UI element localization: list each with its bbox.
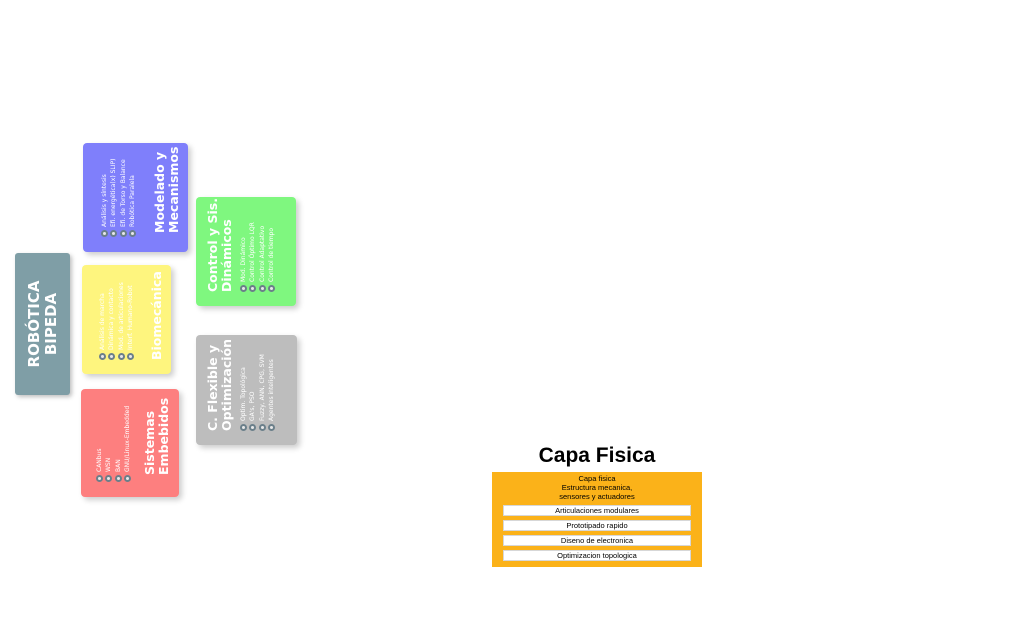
- bullet-icon: [240, 424, 248, 431]
- bullet-icon: [99, 353, 107, 360]
- bullet-icon: [258, 285, 266, 292]
- card-biomecanica-title: Biomecánica: [149, 271, 164, 360]
- card-embebidos[interactable]: Sistemas Embebidos CANbus WSN BAN GNU/Li…: [81, 389, 179, 497]
- list-item: Mod. Dinámico: [239, 222, 248, 292]
- list-item: BAN: [114, 406, 123, 482]
- list-item: CANbus: [95, 406, 104, 482]
- card-control-items: Mod. Dinámico Control Óptimo LQR Control…: [239, 222, 276, 292]
- list-item: Efi. de Torso y Balance: [119, 159, 128, 237]
- bullet-icon: [114, 475, 122, 482]
- list-item: Control Óptimo LQR: [248, 222, 257, 292]
- card-biomecanica-items: Análisis de marcha Dinámica y contacto M…: [98, 282, 135, 360]
- card-biomecanica[interactable]: Biomecánica Análisis de marcha Dinámica …: [82, 265, 171, 374]
- bullet-icon: [127, 353, 135, 360]
- list-item: Fuzzy, ANN, CPG, SVM: [258, 354, 267, 431]
- list-item: Agentes inteligentes: [267, 354, 276, 431]
- layer-item[interactable]: Articulaciones modulares: [503, 505, 691, 516]
- list-item: Dinámica y contacto: [107, 282, 116, 360]
- layer-description: Capa fisica Estructura mecanica, sensore…: [559, 474, 635, 501]
- bullet-icon: [249, 285, 257, 292]
- bullet-icon: [108, 353, 116, 360]
- list-item: Mod. de articulaciones: [117, 282, 126, 360]
- bullet-icon: [124, 475, 132, 482]
- layer-item[interactable]: Optimizacion topologica: [503, 550, 691, 561]
- list-item: Robótica Paralela: [128, 159, 137, 237]
- layer-item[interactable]: Prototipado rapido: [503, 520, 691, 531]
- card-control[interactable]: Control y Sis. Dinámicos Mod. Dinámico C…: [196, 197, 296, 306]
- list-item: WSN: [104, 406, 113, 482]
- bullet-icon: [258, 424, 266, 431]
- bullet-icon: [117, 353, 125, 360]
- bullet-icon: [268, 424, 276, 431]
- list-item: Control Adaptativo: [258, 222, 267, 292]
- card-embebidos-title: Sistemas Embebidos: [142, 397, 171, 475]
- list-item: Optim. Topológica: [239, 354, 248, 431]
- bullet-icon: [249, 424, 257, 431]
- list-item: Efi. energética(x) SLIP): [109, 159, 118, 237]
- bullet-icon: [240, 285, 248, 292]
- bullet-icon: [119, 230, 127, 237]
- list-item: Análisis y síntesis: [100, 159, 109, 237]
- list-item: Control de tiempo: [267, 222, 276, 292]
- list-item: Interf. Humano-Robot: [126, 282, 135, 360]
- card-flexible-title: C. Flexible y Optimización: [205, 338, 234, 431]
- bullet-icon: [105, 475, 113, 482]
- list-item: GA's, PSO: [248, 354, 257, 431]
- bullet-icon: [101, 230, 109, 237]
- card-flexible-items: Optim. Topológica GA's, PSO Fuzzy, ANN, …: [239, 354, 276, 431]
- card-modelado-items: Análisis y síntesis Efi. energética(x) S…: [100, 159, 137, 237]
- layer-box[interactable]: Capa fisica Estructura mecanica, sensore…: [492, 472, 702, 567]
- card-modelado-title: Modelado y Mecanismos: [152, 146, 181, 233]
- root-node[interactable]: ROBÓTICA BIPEDA: [15, 253, 70, 395]
- list-item: GNU/Linux-Embedded: [123, 406, 132, 482]
- bullet-icon: [268, 285, 276, 292]
- card-control-title: Control y Sis. Dinámicos: [205, 197, 234, 292]
- layer-item[interactable]: Diseno de electronica: [503, 535, 691, 546]
- bullet-icon: [129, 230, 137, 237]
- root-title: ROBÓTICA BIPEDA: [24, 280, 60, 368]
- card-embebidos-items: CANbus WSN BAN GNU/Linux-Embedded: [95, 406, 132, 482]
- bullet-icon: [110, 230, 118, 237]
- card-modelado[interactable]: Modelado y Mecanismos Análisis y síntesi…: [83, 143, 188, 252]
- bullet-icon: [96, 475, 104, 482]
- layer-title: Capa Fisica: [538, 444, 656, 467]
- card-flexible[interactable]: C. Flexible y Optimización Optim. Topoló…: [196, 335, 297, 445]
- list-item: Análisis de marcha: [98, 282, 107, 360]
